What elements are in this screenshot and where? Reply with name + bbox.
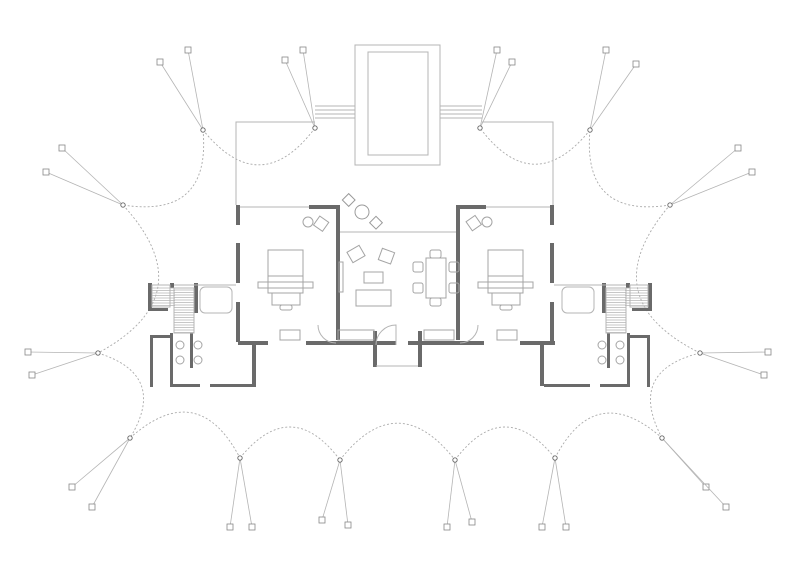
tent-anchor-icon <box>468 518 476 526</box>
guy-line <box>229 457 241 528</box>
guy-line <box>446 459 456 528</box>
guy-line <box>321 459 341 521</box>
guy-line <box>669 147 739 206</box>
canopy-outline <box>97 127 701 461</box>
tent-anchor-icon <box>538 523 546 531</box>
tent-pole-icon <box>587 127 593 133</box>
guy-line <box>27 351 99 354</box>
tent-pole-icon <box>659 435 665 441</box>
tent-pole-icon <box>477 125 483 131</box>
guy-line <box>589 63 637 131</box>
tent-anchor-icon <box>602 46 610 54</box>
canopy-edge <box>588 129 671 208</box>
tent-anchor-icon <box>748 168 756 176</box>
guy-line <box>339 459 349 526</box>
canopy-edge <box>97 204 159 354</box>
tent-anchor-icon <box>760 371 768 379</box>
tent-anchor-icon <box>318 516 326 524</box>
tent-anchor-icon <box>443 523 451 531</box>
tent-anchor-icon <box>248 523 256 531</box>
tent-anchor-icon <box>88 503 96 511</box>
guy-line <box>159 61 204 131</box>
pool-steps-left <box>315 105 355 119</box>
tent-pole-icon <box>552 455 558 461</box>
tent-pole-icon <box>127 435 133 441</box>
guy-line <box>479 49 498 129</box>
tent-pole-icon <box>200 127 206 133</box>
pool <box>367 51 429 156</box>
canopy-edge <box>479 127 591 165</box>
tent-anchor-icon <box>156 58 164 66</box>
guy-line <box>284 59 316 129</box>
deck-steps <box>152 287 648 333</box>
tent-pole-icon <box>312 125 318 131</box>
tent-pole-icon <box>95 350 101 356</box>
canopy-edge <box>339 422 456 461</box>
guy-line <box>669 171 753 206</box>
tent-anchor-icon <box>632 60 640 68</box>
tent-pole-icon <box>237 455 243 461</box>
guy-line <box>31 352 99 376</box>
tent-anchor-icon <box>281 56 289 64</box>
guy-line <box>71 437 131 488</box>
guy-line <box>187 49 204 131</box>
terrace-furniture <box>341 192 384 230</box>
tent-anchor-icon <box>68 483 76 491</box>
canopy-edge <box>129 411 241 459</box>
tent-anchor-icon <box>562 523 570 531</box>
tent-anchor-icon <box>702 483 710 491</box>
canopy-edge <box>650 352 701 439</box>
tent-anchor-icon <box>184 46 192 54</box>
tent-anchor-icon <box>28 371 36 379</box>
guy-line <box>91 437 131 508</box>
bed-left <box>257 249 314 311</box>
canopy-edge <box>554 412 663 459</box>
tent-anchor-icon <box>42 168 50 176</box>
guy-line <box>45 171 124 206</box>
guy-line <box>589 49 607 131</box>
guy-line <box>454 459 473 523</box>
tent-anchor-icon <box>508 58 516 66</box>
walls <box>148 205 652 387</box>
terrace-outline <box>235 121 315 205</box>
guy-line <box>661 437 727 508</box>
guy-line <box>699 351 769 354</box>
guy-lines <box>24 46 772 531</box>
tent-pole-icon <box>697 350 703 356</box>
guy-line <box>61 147 124 206</box>
tent-anchor-icon <box>24 348 32 356</box>
canopy-edge <box>122 129 205 208</box>
tent-pole-icon <box>667 202 673 208</box>
tent-pole-icon <box>452 457 458 463</box>
pool-deck <box>235 44 554 233</box>
guy-line <box>479 61 513 129</box>
tent-anchor-icon <box>722 503 730 511</box>
tent-pole-icon <box>120 202 126 208</box>
guy-line <box>699 352 765 376</box>
guy-line <box>239 457 253 528</box>
pool-steps-right <box>440 105 482 119</box>
guy-line <box>541 457 556 528</box>
bed-right <box>477 249 534 311</box>
tent-anchor-icon <box>299 46 307 54</box>
guy-line <box>554 457 567 528</box>
tent-pole-icon <box>337 457 343 463</box>
tent-anchor-icon <box>734 144 742 152</box>
tent-anchor-icon <box>764 348 772 356</box>
canopy-edge <box>454 426 556 461</box>
tent-anchor-icon <box>226 523 234 531</box>
canopy-edge <box>97 352 144 439</box>
furniture <box>175 214 625 365</box>
canopy-edge <box>239 426 341 461</box>
tent-anchor-icon <box>493 46 501 54</box>
interior-lines <box>151 206 649 367</box>
tent-anchor-icon <box>344 521 352 529</box>
canopy-edge <box>202 127 316 166</box>
pool-surround <box>354 44 441 166</box>
canopy-edge <box>636 204 701 354</box>
tent-anchor-icon <box>58 144 66 152</box>
guy-line <box>302 49 316 129</box>
